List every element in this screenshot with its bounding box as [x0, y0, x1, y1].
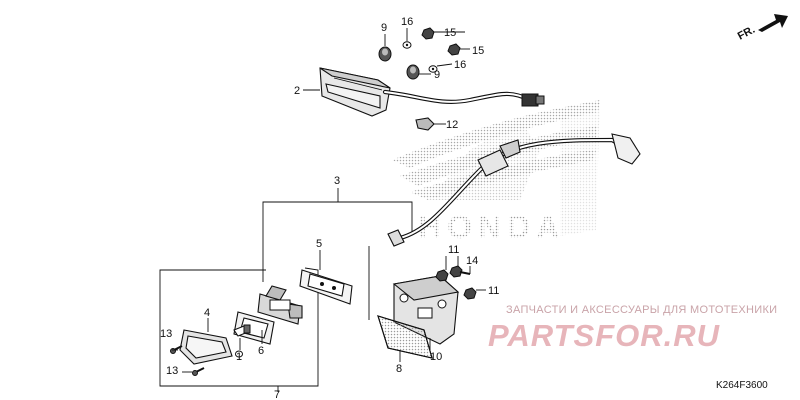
callout-12: 12: [446, 119, 458, 131]
callout-16: 16: [401, 16, 413, 28]
screws-13: [170, 345, 205, 376]
callout-15: 15: [444, 27, 456, 39]
callout-11: 11: [448, 244, 459, 256]
callout-1: 1: [236, 351, 242, 363]
tail-lamp-assembly: [319, 27, 545, 131]
callout-13: 13: [166, 365, 178, 377]
diagram-code: K264F3600: [716, 380, 768, 391]
callout-4: 4: [204, 307, 210, 319]
callout-3: 3: [334, 175, 340, 187]
front-direction-indicator: FR.: [736, 14, 788, 43]
license-lamp-body: [179, 329, 243, 365]
callout-8: 8: [396, 363, 402, 375]
callout-5: 5: [316, 238, 322, 250]
callout-16: 16: [454, 59, 466, 71]
callout-10: 10: [430, 351, 442, 363]
callout-11: 11: [488, 285, 499, 297]
watermark-logo: PARTSFOR.RU: [488, 318, 721, 353]
group-frame-7: [159, 267, 319, 387]
callout-13: 13: [160, 328, 172, 340]
direction-label: FR.: [736, 24, 757, 43]
watermark-tagline: ЗАПЧАСТИ И АКСЕССУАРЫ ДЛЯ МОТОТЕХНИКИ: [506, 304, 778, 316]
callout-7: 7: [274, 389, 280, 400]
front-arrow-icon: [758, 14, 788, 32]
leader-lines: [172, 28, 486, 392]
callout-6: 6: [258, 345, 264, 357]
callout-9: 9: [434, 69, 440, 81]
rear-reflector-assembly: [377, 265, 477, 359]
license-socket-bracket: [257, 285, 303, 325]
callout-9: 9: [381, 22, 387, 34]
callout-labels: 9 16 15 15 16 9 2 12 3 5 11 14 11 4 1 6 …: [160, 16, 499, 400]
callout-15: 15: [472, 45, 484, 57]
license-light-harness: [387, 133, 641, 247]
callout-2: 2: [294, 85, 300, 97]
group-frame-3: [262, 201, 413, 282]
brand-watermark-text: HONDA: [418, 209, 565, 245]
callout-14: 14: [466, 255, 478, 267]
license-bulb: [233, 324, 251, 337]
license-gasket: [299, 269, 353, 305]
